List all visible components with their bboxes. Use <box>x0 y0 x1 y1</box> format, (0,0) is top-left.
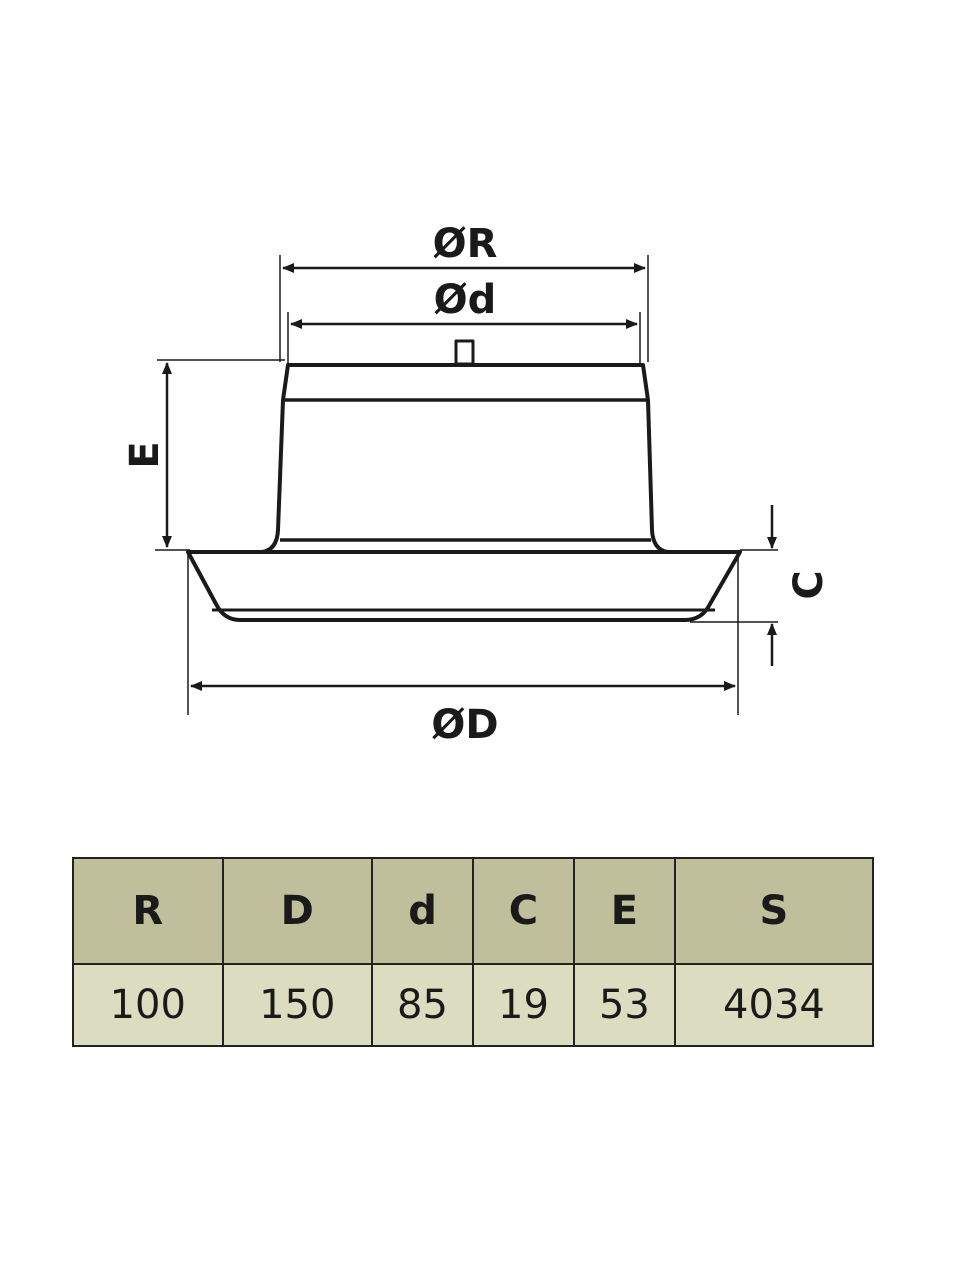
value-cell: 53 <box>572 963 676 1047</box>
dimensions-table: R D d C E S 100 150 85 19 53 4034 <box>72 857 875 1047</box>
table-row: 100 150 85 19 53 4034 <box>72 963 875 1047</box>
value-cell: 100 <box>72 963 224 1047</box>
label-E: E <box>122 441 168 468</box>
header-cell: D <box>221 857 374 965</box>
vent-body <box>186 339 742 622</box>
value-cell: 150 <box>221 963 374 1047</box>
label-C: C <box>786 570 832 599</box>
value-cell: 85 <box>371 963 474 1047</box>
label-D: ØD <box>431 702 498 748</box>
label-d: Ød <box>434 277 497 323</box>
tab <box>454 339 475 366</box>
value-cell: 4034 <box>673 963 875 1047</box>
header-cell: R <box>72 857 224 965</box>
label-R: ØR <box>433 221 498 267</box>
table-header-row: R D d C E S <box>72 857 875 965</box>
header-cell: E <box>572 857 676 965</box>
value-cell: 19 <box>471 963 575 1047</box>
header-cell: S <box>673 857 875 965</box>
dimension-lines <box>155 255 778 715</box>
header-cell: C <box>471 857 575 965</box>
header-cell: d <box>371 857 474 965</box>
